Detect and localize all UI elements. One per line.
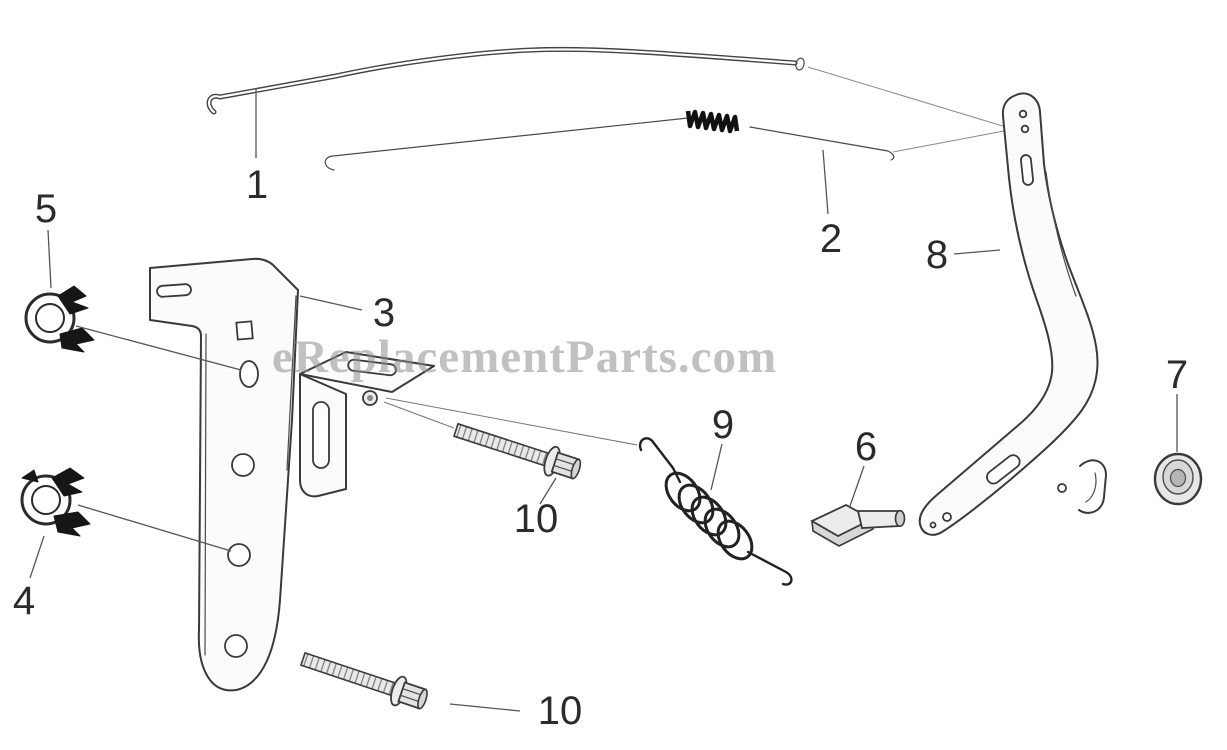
clamp5-inner <box>35 303 65 333</box>
callout-7: 7 <box>1166 353 1188 397</box>
spring-top-hook <box>638 437 682 484</box>
flange-nut-drawing <box>1153 452 1203 506</box>
leader-4-part <box>77 504 232 552</box>
link-attach-line-a <box>807 66 1007 128</box>
leader-4-label <box>29 535 45 579</box>
callout-10-lower: 10 <box>538 689 583 733</box>
cable-clamp-upper-drawing <box>24 285 95 353</box>
lever-outline <box>918 92 1099 536</box>
hex-flange-bolt-lower-drawing <box>299 651 428 710</box>
clamp5-jaw-bottom <box>59 327 95 353</box>
bracket-hole-b <box>227 543 251 567</box>
spring-coil-3 <box>690 495 728 537</box>
lever-hook-inner <box>1085 472 1097 503</box>
callout-2: 2 <box>820 217 842 261</box>
bracket-left-inner-line <box>204 333 207 656</box>
lever-foot-hole-b <box>929 521 937 529</box>
leader-2 <box>822 149 829 215</box>
rod-end-hook <box>795 57 805 71</box>
callout-labels: 1 2 3 4 5 6 7 8 9 10 10 <box>13 163 1188 733</box>
bracket-pivot-leader-a <box>383 401 455 429</box>
clamp4-outer <box>20 474 72 526</box>
spring-bottom-hook <box>746 550 793 586</box>
bracket-square-hole <box>235 320 254 341</box>
clamp4-inner <box>31 485 61 515</box>
link-attach-line-b <box>892 130 1005 153</box>
bracket-thickness-line <box>286 295 297 471</box>
rod-outline <box>206 46 798 115</box>
leader-5-label <box>47 229 52 289</box>
spring-coil-1 <box>664 471 702 513</box>
lever-pin-hole <box>1057 483 1067 493</box>
lever-hole-a <box>1018 109 1028 119</box>
clamp5-jaw-top <box>57 285 89 315</box>
governor-spring-link-drawing <box>324 66 1007 171</box>
square-head-bolt-drawing <box>810 503 906 547</box>
callout-6: 6 <box>855 425 877 469</box>
leader-5-part <box>75 325 242 371</box>
clamp4-spike <box>21 469 39 483</box>
lever-foot-slot <box>986 454 1021 485</box>
throttle-rod-drawing <box>206 46 805 115</box>
extension-spring-drawing <box>638 437 793 586</box>
leader-10-lower <box>449 703 521 712</box>
link-tail <box>749 126 895 161</box>
lever-hole-b <box>1020 124 1030 134</box>
lever-inner-edge <box>1045 171 1077 297</box>
rod-highlight <box>207 48 797 114</box>
link-coil <box>685 109 740 134</box>
leader-lines <box>29 88 1178 712</box>
bolt10a-threads <box>452 422 553 468</box>
leader-9 <box>710 443 723 491</box>
leader-3 <box>299 295 363 311</box>
bolt10b-threads <box>299 651 400 698</box>
bracket-hole-a <box>231 453 255 477</box>
cable-clamp-lower-drawing <box>20 467 91 537</box>
bracket-pivot-center <box>367 395 373 401</box>
callout-3: 3 <box>373 291 395 335</box>
callout-4: 4 <box>13 579 35 623</box>
bracket-tab-slot <box>156 283 192 298</box>
leader-6 <box>849 465 865 507</box>
control-bracket-drawing <box>149 257 638 692</box>
spring-coil-4 <box>703 507 741 549</box>
link-wire <box>324 117 689 171</box>
callout-10-upper: 10 <box>514 497 559 541</box>
bracket-outline <box>149 257 299 692</box>
callout-5: 5 <box>35 187 57 231</box>
bracket-hole-c <box>224 634 248 658</box>
spring-coil-2 <box>677 483 715 525</box>
bolt6-shank <box>856 510 901 529</box>
callout-1: 1 <box>246 163 268 207</box>
callout-9: 9 <box>712 403 734 447</box>
spring-coil-5 <box>716 519 754 561</box>
nut-hole <box>1169 468 1187 488</box>
clamp4-jaw-bottom <box>53 511 91 537</box>
bracket-pivot-leader-b <box>385 397 638 446</box>
lever-slot <box>1020 154 1034 186</box>
bolt10b-head-end <box>417 688 428 710</box>
bracket-side-slot <box>312 401 330 469</box>
leader-10-upper <box>539 477 557 505</box>
bracket-flange-slot <box>347 358 397 377</box>
lever-foot-hole-a <box>942 512 952 522</box>
bolt10a-head-end <box>570 458 582 480</box>
governor-lever-drawing <box>918 92 1107 536</box>
clamp4-jaw-top <box>51 467 85 497</box>
bolt6-shank-end <box>894 509 906 528</box>
callout-8: 8 <box>926 233 948 277</box>
leader-8 <box>953 249 1001 255</box>
bracket-oval-hole <box>239 360 259 388</box>
hex-flange-bolt-upper-drawing <box>452 422 582 480</box>
clamp5-outer <box>24 292 76 344</box>
lever-hook <box>1078 459 1107 514</box>
